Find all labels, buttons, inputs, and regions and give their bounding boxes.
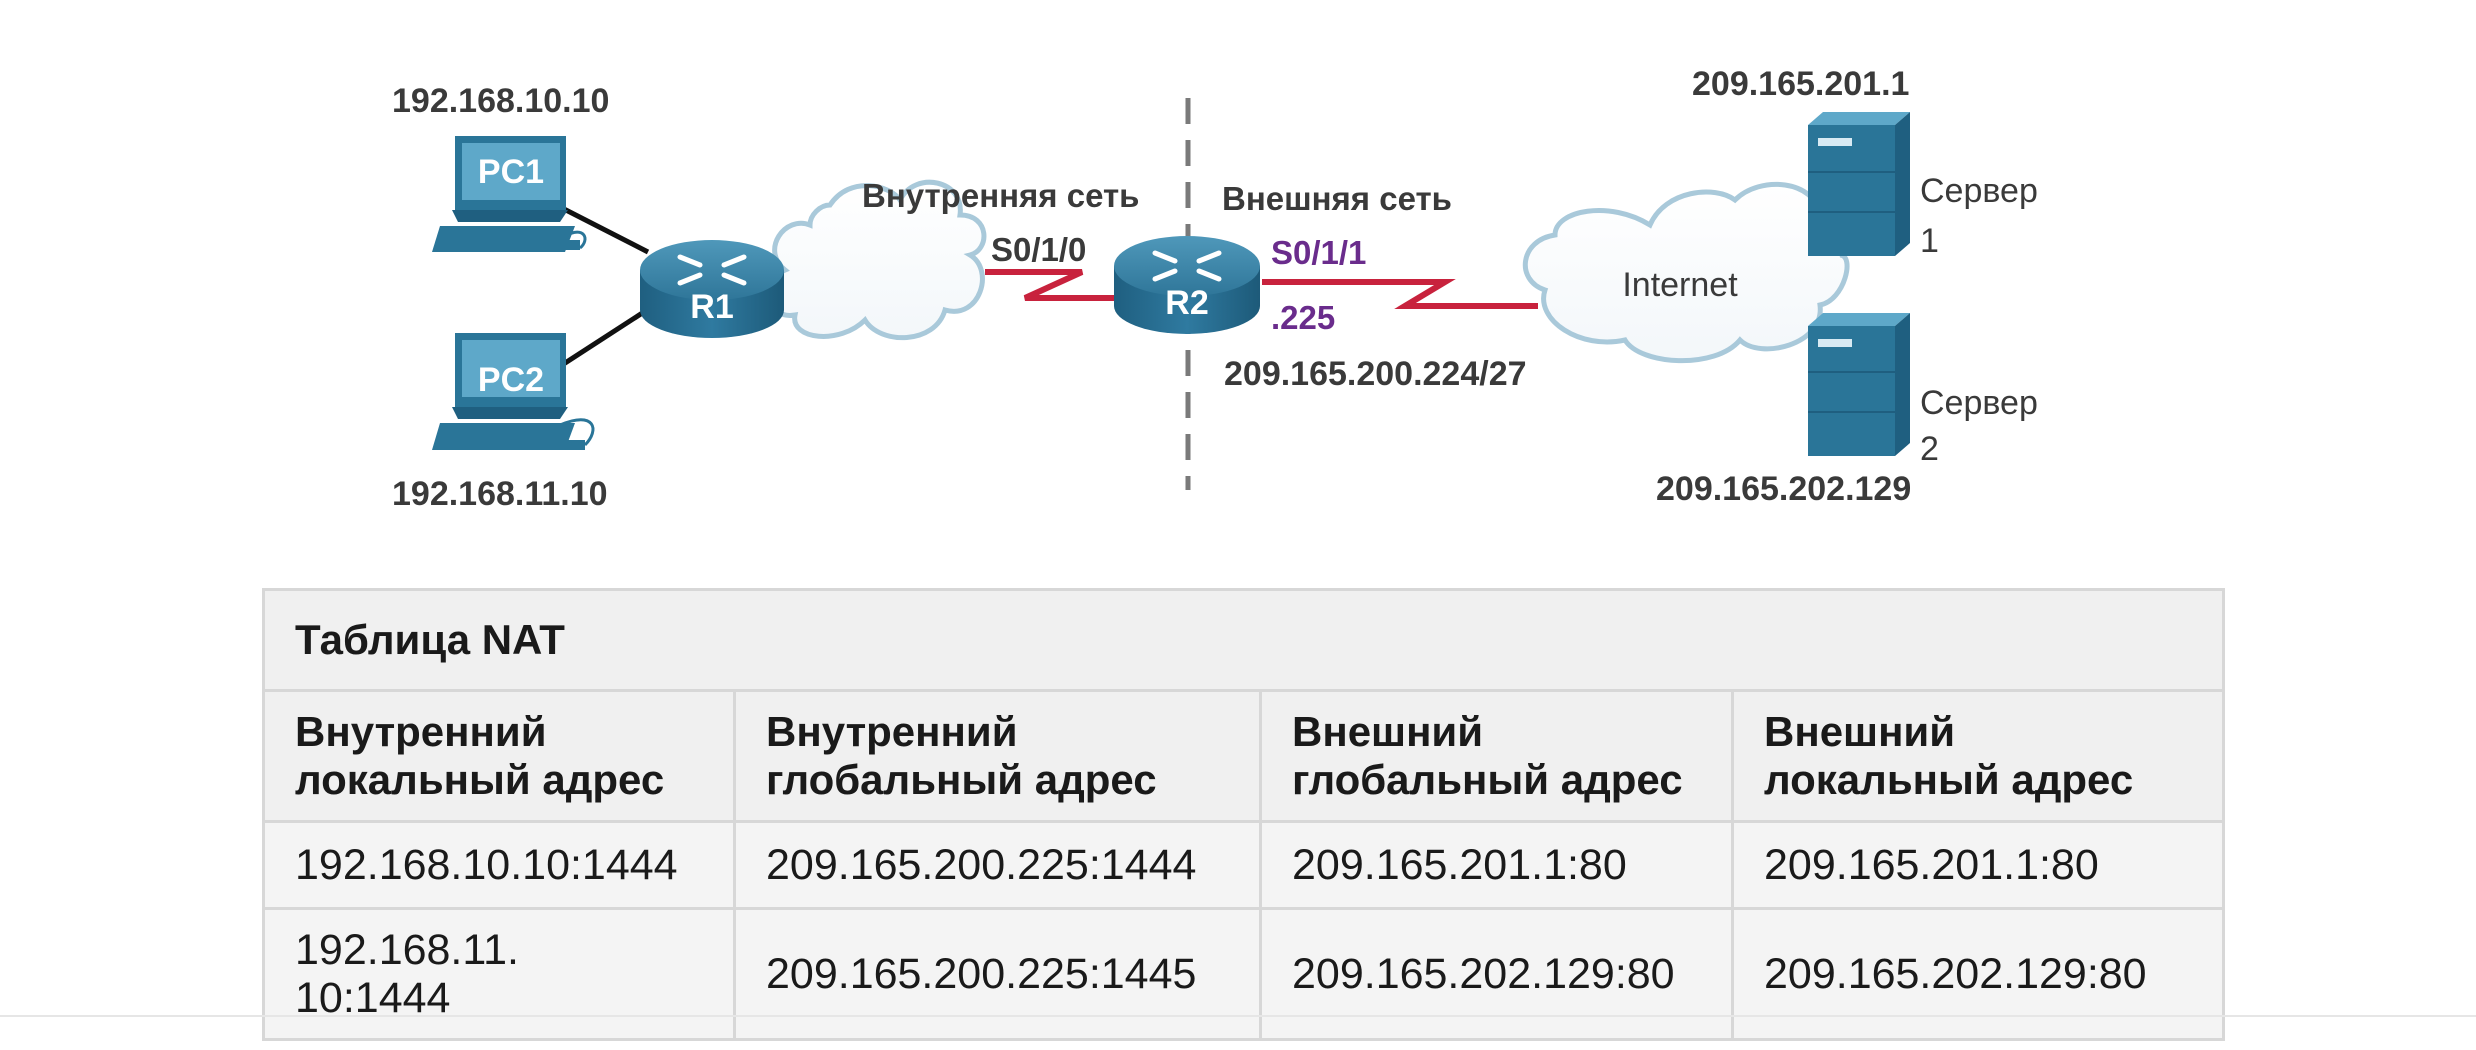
server2-label-line1: Сервер — [1920, 384, 2038, 422]
inside-network-label: Внутренняя сеть — [862, 177, 1139, 214]
internet-cloud: Internet — [1522, 181, 1853, 364]
header-line: локальный адрес — [1764, 756, 2134, 803]
server2 — [1808, 313, 1910, 456]
table-cell: 209.165.201.1:80 — [1259, 820, 1734, 910]
r2-label: R2 — [1165, 284, 1208, 322]
cell-text: 192.168.11. — [295, 926, 519, 974]
cell-text: 209.165.202.129:80 — [1292, 950, 1675, 998]
router-r2: R2 — [1114, 236, 1260, 334]
table-row: 192.168.10.10:1444 209.165.200.225:1444 … — [262, 820, 2225, 910]
r2-outside-interface-label: S0/1/1 — [1271, 234, 1366, 271]
outside-network-label: Внешняя сеть — [1222, 180, 1452, 217]
table-cell: 209.165.201.1:80 — [1731, 820, 2225, 910]
header-line: Внутренний — [766, 708, 1018, 755]
pc1-r1-link — [560, 205, 650, 255]
header-line: Внешний — [1292, 708, 1484, 755]
router-arrows-icon — [1152, 250, 1222, 282]
table-cell: 192.168.11.10:1444 — [262, 907, 736, 1041]
cell-text: 209.165.201.1:80 — [1764, 841, 2099, 889]
nat-table-title-row: Таблица NAT — [262, 588, 2225, 692]
server1-label-line1: Сервер — [1920, 172, 2038, 210]
pc2-computer: PC2 — [432, 333, 595, 450]
cell-text: 192.168.10.10:1444 — [295, 841, 678, 889]
cell-text: 209.165.202.129:80 — [1764, 950, 2147, 998]
serial-link-outside — [1262, 279, 1538, 309]
server1-label-line2: 1 — [1920, 222, 1939, 260]
network-diagram: Internet R1 R2 PC1 — [392, 65, 2038, 513]
router-arrows-icon — [677, 254, 747, 286]
header-line: локальный адрес — [295, 756, 665, 803]
header-line: глобальный адрес — [766, 756, 1157, 803]
r2-outside-host-label: .225 — [1271, 299, 1335, 336]
cell-text: 209.165.200.225:1444 — [766, 841, 1197, 889]
table-cell: 209.165.200.225:1444 — [733, 820, 1262, 910]
table-cell: 209.165.202.129:80 — [1731, 907, 2225, 1041]
pc1-computer: PC1 — [432, 136, 587, 252]
pc1-ip-label: 192.168.10.10 — [392, 82, 609, 120]
header-line: Внутренний — [295, 708, 547, 755]
server2-label-line2: 2 — [1920, 430, 1939, 468]
inside-network-cloud — [766, 179, 987, 341]
header-line: глобальный адрес — [1292, 756, 1683, 803]
header-line: Внешний — [1764, 708, 1956, 755]
outside-subnet-label: 209.165.200.224/27 — [1224, 355, 1527, 393]
pc2-r1-link — [560, 305, 652, 368]
server2-ip-label: 209.165.202.129 — [1656, 470, 1911, 508]
cell-text: 209.165.200.225:1445 — [766, 950, 1197, 998]
pc2-ip-label: 192.168.11.10 — [392, 475, 608, 513]
bottom-divider — [0, 1015, 2476, 1017]
serial-link-inside — [985, 269, 1118, 301]
table-row: 192.168.11.10:1444 209.165.200.225:1445 … — [262, 907, 2225, 1041]
cell-text: 10:1444 — [295, 974, 451, 1022]
internet-label: Internet — [1622, 266, 1738, 304]
table-cell: 209.165.200.225:1445 — [733, 907, 1262, 1041]
server1-ip-label: 209.165.201.1 — [1692, 65, 1909, 103]
pc1-label: PC1 — [478, 153, 544, 191]
router-r1: R1 — [640, 240, 784, 338]
table-cell: 209.165.202.129:80 — [1259, 907, 1734, 1041]
r1-label: R1 — [690, 288, 733, 326]
table-cell: 192.168.10.10:1444 — [262, 820, 736, 910]
nat-table-title: Таблица NAT — [262, 588, 2225, 692]
cell-text: 209.165.201.1:80 — [1292, 841, 1627, 889]
pc2-label: PC2 — [478, 361, 544, 399]
r2-inside-interface-label: S0/1/0 — [991, 231, 1086, 268]
server1 — [1808, 112, 1910, 256]
